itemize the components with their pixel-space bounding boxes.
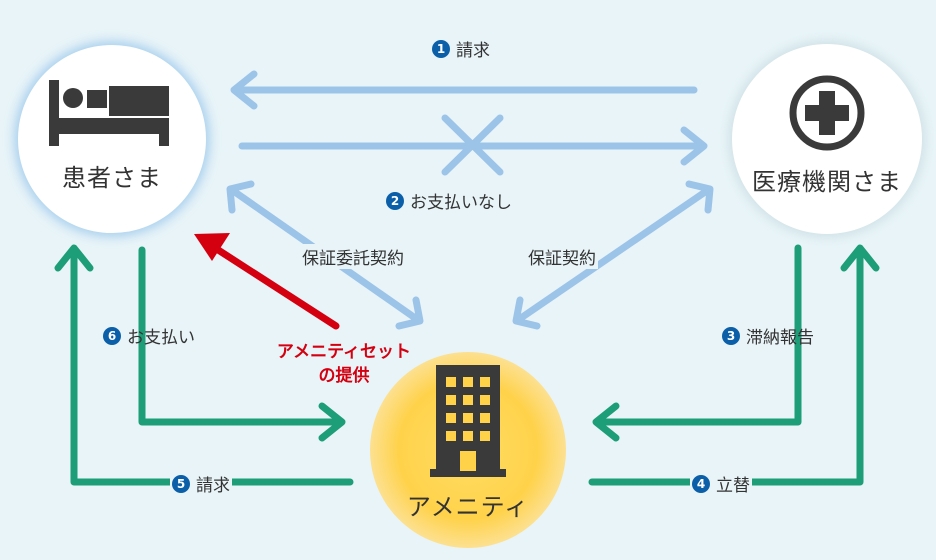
step-6-text: お支払い bbox=[127, 328, 195, 348]
patient-node: 患者さま bbox=[18, 45, 206, 233]
step-2-text: お支払いなし bbox=[410, 193, 512, 213]
step-4-text: 立替 bbox=[716, 476, 750, 496]
company-label: アメニティ bbox=[406, 492, 530, 521]
step-4-label: 4 立替 bbox=[690, 471, 752, 496]
company-node: アメニティ bbox=[370, 352, 566, 548]
step-5-number: 5 bbox=[172, 474, 190, 493]
arrow-guarantee-contract bbox=[512, 180, 714, 330]
step-2-number: 2 bbox=[386, 191, 404, 210]
cross-mark-icon bbox=[441, 114, 504, 176]
hospital-node: 医療機関さま bbox=[732, 44, 922, 234]
step-1-number: 1 bbox=[432, 39, 450, 58]
guarantee-commission-contract-label: 保証委託契約 bbox=[300, 244, 406, 269]
patient-label: 患者さま bbox=[62, 163, 162, 192]
step-2-label: 2 お支払いなし bbox=[386, 188, 512, 213]
bed-icon bbox=[49, 79, 169, 146]
amenity-offer-line1: アメニティセット bbox=[276, 342, 412, 362]
arrow-amenity-offer bbox=[194, 233, 340, 330]
step-4-number: 4 bbox=[692, 474, 710, 493]
step-3-number: 3 bbox=[722, 326, 740, 345]
step-1-label: 1 請求 bbox=[432, 36, 490, 61]
hospital-label: 医療機関さま bbox=[752, 167, 902, 196]
arrow-billing-to-patient bbox=[230, 70, 698, 110]
step-3-text: 滞納報告 bbox=[746, 328, 814, 348]
step-6-number: 6 bbox=[103, 326, 121, 345]
arrow-payment-to-company bbox=[138, 246, 346, 442]
medical-cross-icon bbox=[789, 75, 865, 150]
amenity-offer-label: アメニティセット の提供 bbox=[244, 340, 444, 388]
arrow-arrears-report bbox=[592, 244, 802, 442]
step-3-label: 3 滞納報告 bbox=[722, 323, 814, 348]
step-6-label: 6 お支払い bbox=[103, 323, 195, 348]
step-1-text: 請求 bbox=[456, 41, 490, 61]
step-5-label: 5 請求 bbox=[170, 471, 232, 496]
amenity-offer-line2: の提供 bbox=[318, 366, 370, 386]
guarantee-contract-label: 保証契約 bbox=[526, 244, 598, 269]
step-5-text: 請求 bbox=[196, 476, 230, 496]
arrow-advance-payment bbox=[588, 244, 880, 486]
building-icon bbox=[430, 364, 506, 477]
arrow-billing-from-company bbox=[54, 244, 354, 486]
